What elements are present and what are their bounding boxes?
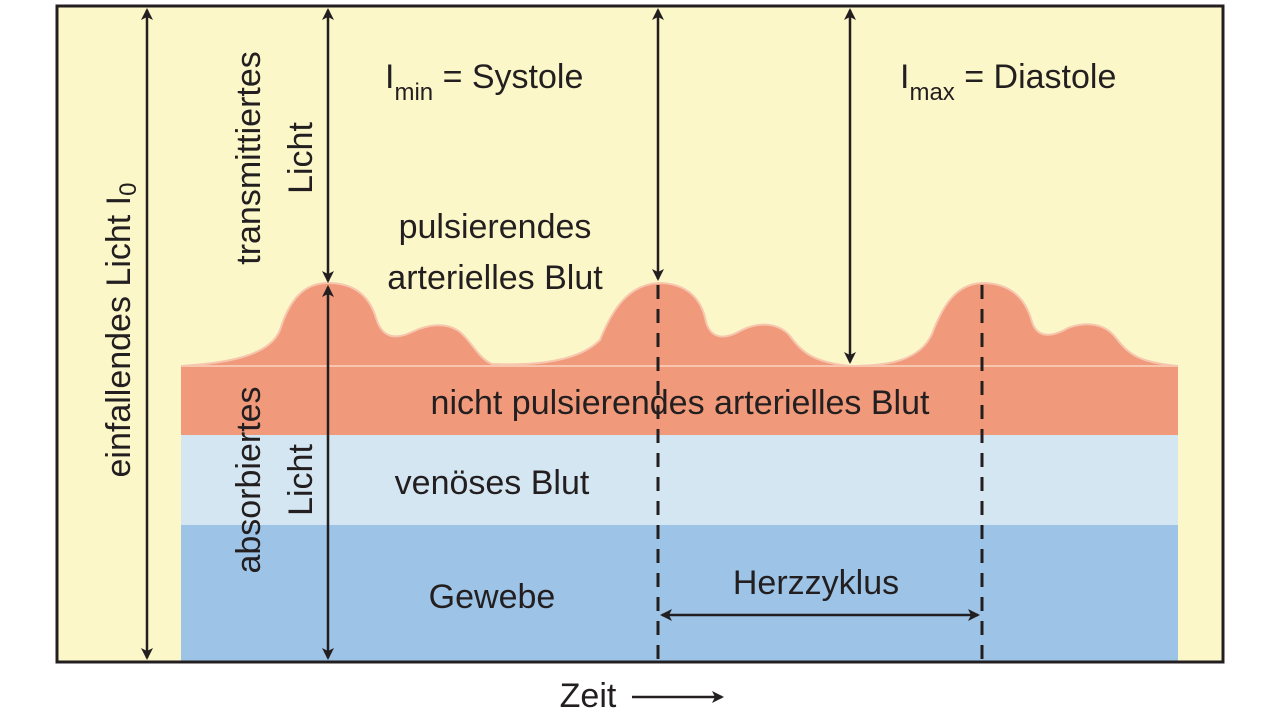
diagram-frame [55, 4, 1225, 664]
incident-light-label: einfallendes Licht I0 [100, 183, 142, 478]
non-pulsatile-arterial-layer [181, 365, 1178, 435]
transmitted-light-label: transmittiertes [230, 51, 268, 265]
venous-blood-label: venöses Blut [395, 464, 590, 502]
pulsatile-arterial-label-line1: pulsierendes [399, 208, 592, 246]
pulsatile-arterial-waveform [180, 281, 1179, 368]
pulsatile-arterial-label-line2: arterielles Blut [387, 259, 603, 297]
venous-blood-layer [181, 435, 1178, 525]
heart-cycle-label: Herzzyklus [733, 564, 899, 602]
absorbed-light-label: absorbiertes [230, 386, 268, 573]
imax-diastole-label: Imax = Diastole [900, 58, 1116, 106]
tissue-label: Gewebe [429, 578, 556, 616]
transmitted-light-label-2: Licht [282, 122, 320, 194]
time-label: Zeit [560, 677, 617, 715]
imin-systole-label: Imin = Systole [385, 58, 583, 106]
absorbed-light-label-2: Licht [282, 444, 320, 516]
non-pulsatile-arterial-label: nicht pulsierendes arterielles Blut [431, 384, 930, 422]
tissue-layer [181, 525, 1178, 662]
